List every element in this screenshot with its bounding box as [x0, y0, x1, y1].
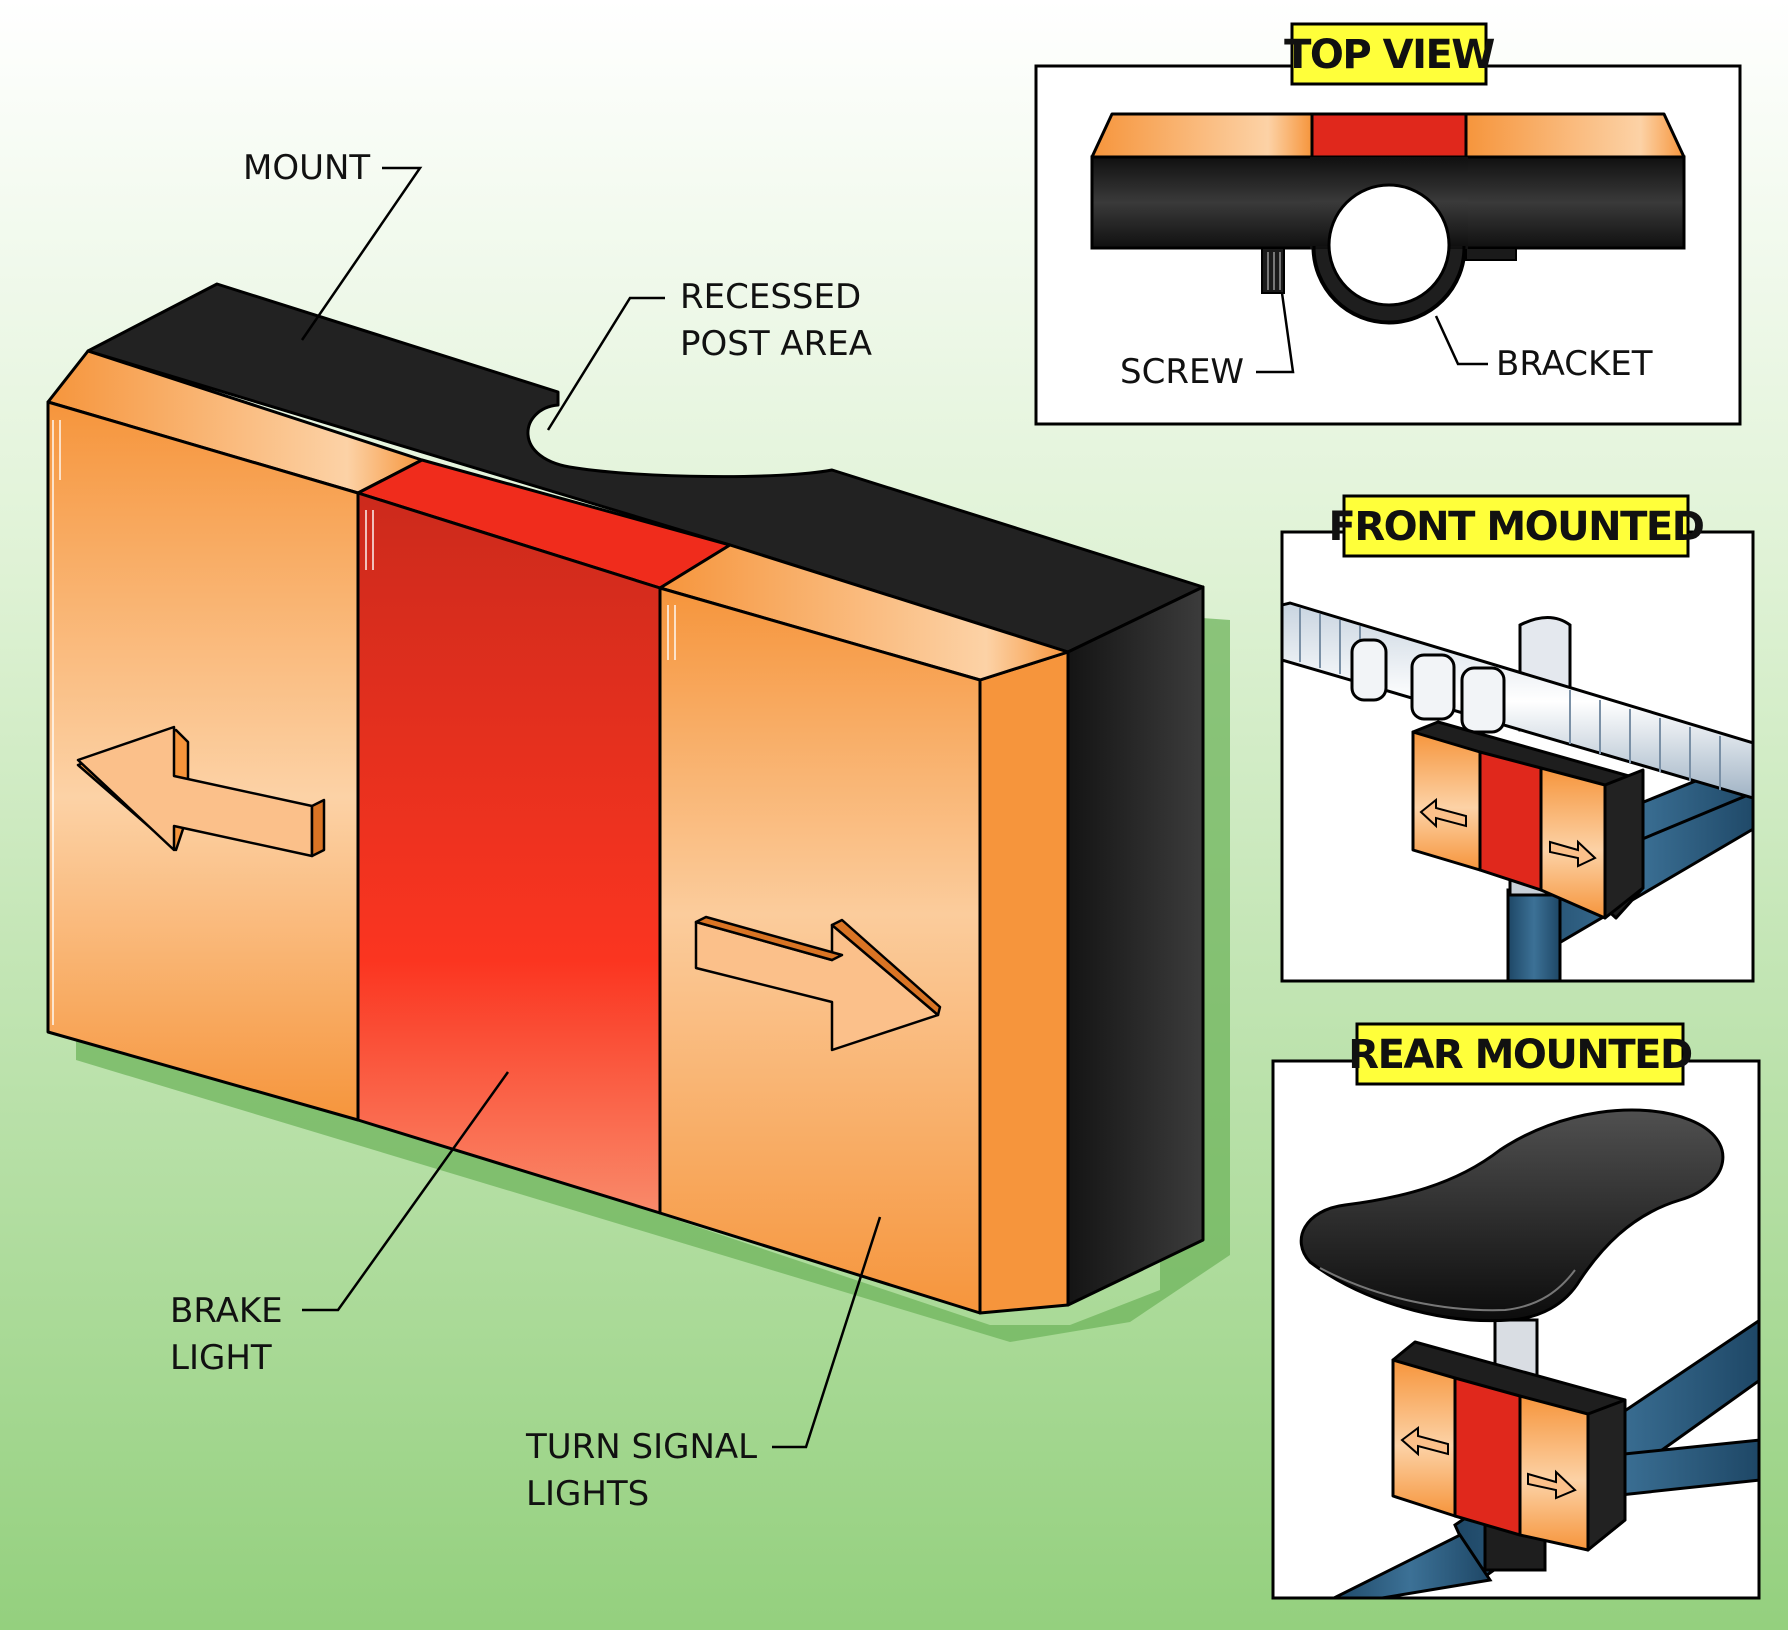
mini-turn-lens: [1411, 730, 1482, 872]
leader-recessed: [546, 296, 665, 431]
top-view-lens-right: [1464, 112, 1686, 159]
saddle: [1299, 1108, 1725, 1323]
front-mounted-inset: FRONT MOUNTED: [1280, 494, 1755, 983]
front-mounted-title: FRONT MOUNTED: [1329, 504, 1704, 550]
main-light-illustration: [46, 282, 1230, 1342]
leader-turn: [772, 1216, 882, 1449]
bracket-tab: [1465, 247, 1517, 261]
label-brake-1: BRAKE: [170, 1291, 283, 1331]
clamp-ring: [1350, 638, 1388, 702]
top-view-title-box: [1290, 22, 1488, 86]
brake-light-lens[interactable]: [356, 491, 662, 1215]
housing-side: [1066, 585, 1205, 1307]
label-recessed-1: RECESSED: [680, 277, 861, 317]
mini-brake-lens: [1478, 750, 1543, 892]
top-view-inset: TOP VIEW SCREW BRACKET: [1034, 22, 1742, 426]
rear-mounted-title: REAR MOUNTED: [1348, 1032, 1692, 1078]
frame-tube: [1330, 1533, 1493, 1598]
label-recessed-2: POST AREA: [680, 324, 872, 364]
mount-top: [86, 282, 1205, 654]
leader-bracket: [1434, 315, 1488, 366]
callouts: MOUNT RECESSED POST AREA BRAKE LIGHT TUR…: [170, 148, 882, 1514]
mini-light-side: [1603, 768, 1645, 920]
right-arrow-edge: [694, 915, 844, 962]
label-mount: MOUNT: [243, 148, 370, 188]
leader-screw: [1256, 292, 1295, 374]
mini-left-arrow-icon: [1419, 797, 1467, 829]
front-mounted-title-box: [1342, 494, 1690, 558]
handlebar: [1283, 601, 1752, 800]
right-arrow-edge: [830, 918, 942, 1017]
bevel-face: [978, 650, 1070, 1315]
top-view-lens-brake: [1310, 112, 1468, 159]
top-view-title: TOP VIEW: [1284, 32, 1494, 78]
rear-mounted-title-box: [1355, 1022, 1685, 1086]
label-bracket: BRACKET: [1496, 344, 1653, 384]
head-tube: [1506, 888, 1562, 980]
rear-mounted-inset: REAR MOUNTED: [1271, 1022, 1761, 1600]
post-hole: [1327, 183, 1451, 307]
mini-left-arrow-icon: [1400, 1426, 1449, 1457]
leader-brake: [302, 1071, 510, 1312]
label-brake-2: LIGHT: [170, 1338, 272, 1378]
clamp-ring: [1410, 653, 1456, 721]
clamp-ring: [1460, 666, 1506, 734]
label-turn-1: TURN SIGNAL: [525, 1427, 757, 1467]
leader-mount: [300, 166, 423, 341]
saddle-edge: [1319, 1267, 1576, 1312]
label-turn-2: LIGHTS: [526, 1474, 649, 1514]
mini-turn-lens: [1518, 1394, 1590, 1552]
mini-brake-lens: [1453, 1376, 1522, 1537]
label-screw: SCREW: [1120, 352, 1244, 392]
top-view-lens-left: [1090, 112, 1314, 159]
mini-light-side: [1586, 1398, 1627, 1552]
left-arrow-edge: [310, 798, 326, 858]
mini-right-arrow-icon: [1527, 1469, 1577, 1500]
mini-right-arrow-icon: [1549, 839, 1597, 868]
